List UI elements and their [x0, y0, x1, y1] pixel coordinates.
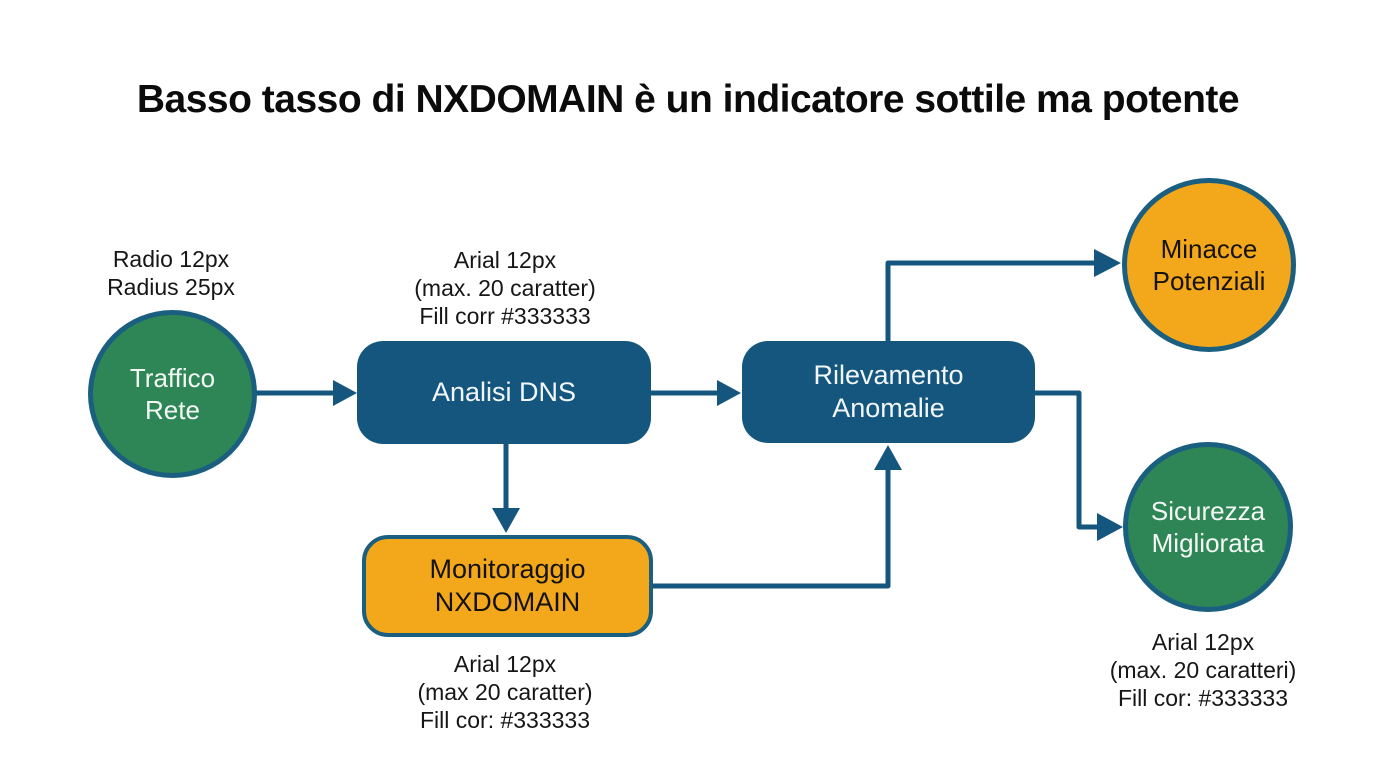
node-traffico-rete: Traffico Rete [88, 310, 257, 478]
annotation-line: (max. 20 caratteri) [1109, 657, 1297, 683]
node-analisi-dns-label: Analisi DNS [431, 377, 577, 407]
arrow-analisi-to-monitoraggio [492, 444, 520, 533]
diagram-title: Basso tasso di NXDOMAIN è un indicatore … [136, 78, 1240, 121]
annotation-line: Fill cor: #333333 [419, 707, 591, 733]
annotation-sicurezza-migliorata: Arial 12px (max. 20 caratteri) Fill cor:… [1050, 628, 1356, 712]
node-sicurezza-migliorata: Sicurezza Migliorata [1123, 442, 1293, 612]
arrow-rilevamento-to-sicurezza [1035, 390, 1123, 541]
annotation-monitoraggio-nxdomain: Arial 12px (max 20 caratter) Fill cor: #… [355, 650, 655, 734]
node-rilevamento-anomalie-label-line1: Rilevamento [813, 360, 964, 390]
node-traffico-rete-label-line2: Rete [145, 395, 200, 425]
annotation-line: (max 20 caratter) [417, 679, 593, 705]
annotation-line: Radio 12px [112, 246, 230, 272]
node-monitoraggio-nxdomain-label-line2: NXDOMAIN [434, 587, 581, 617]
annotation-line: Arial 12px [1151, 629, 1255, 655]
annotation-line: Radius 25px [107, 274, 235, 300]
annotation-line: (max. 20 caratter) [414, 275, 596, 301]
annotation-line: Fill corr #333333 [419, 303, 591, 329]
node-minacce-potenziali-label-line2: Potenziali [1152, 266, 1266, 296]
node-monitoraggio-nxdomain: Monitoraggio NXDOMAIN [362, 535, 653, 637]
arrow-monitoraggio-to-rilevamento [653, 445, 902, 589]
arrow-rilevamento-to-minacce [885, 249, 1121, 341]
node-analisi-dns: Analisi DNS [357, 341, 651, 444]
annotation-line: Arial 12px [453, 651, 557, 677]
annotation-analisi-dns: Arial 12px (max. 20 caratter) Fill corr … [355, 246, 655, 330]
node-rilevamento-anomalie: Rilevamento Anomalie [742, 341, 1035, 443]
node-monitoraggio-nxdomain-label-line1: Monitoraggio [429, 554, 586, 584]
node-sicurezza-migliorata-label-line2: Migliorata [1151, 528, 1265, 558]
node-traffico-rete-label-line1: Traffico [129, 363, 216, 393]
annotation-traffico-rete: Radio 12px Radius 25px [46, 245, 296, 301]
node-sicurezza-migliorata-label-line1: Sicurezza [1150, 496, 1266, 526]
node-rilevamento-anomalie-label-line2: Anomalie [832, 393, 945, 423]
arrow-traffico-to-analisi [254, 380, 357, 406]
node-minacce-potenziali: Minacce Potenziali [1122, 178, 1296, 352]
annotation-line: Fill cor: #333333 [1117, 685, 1289, 711]
annotation-line: Arial 12px [453, 247, 557, 273]
node-minacce-potenziali-label-line1: Minacce [1160, 234, 1258, 264]
arrow-analisi-to-rilevamento [651, 380, 741, 406]
